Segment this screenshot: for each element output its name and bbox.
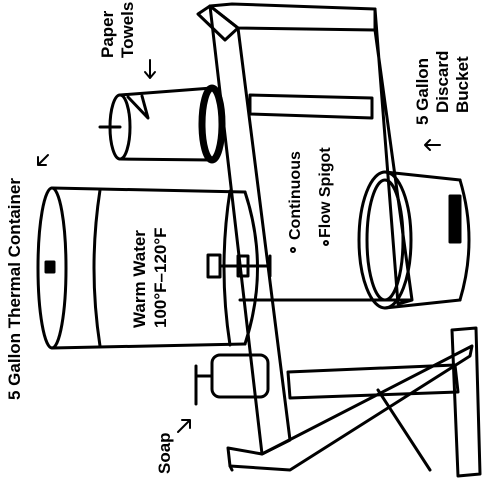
bucket-arrow <box>424 139 441 151</box>
spigot-knob <box>206 253 222 279</box>
bucket-label-line2: Discard <box>433 51 452 113</box>
table-brace <box>376 388 432 472</box>
bucket-handle-mount <box>448 194 462 244</box>
pointer-arrows <box>37 59 441 433</box>
table-leg-front-right <box>450 326 482 478</box>
container-base <box>243 190 259 346</box>
towel-roll-bottom <box>118 157 214 162</box>
spigot-body <box>236 254 250 278</box>
spigot-label-line2: Flow Spigot <box>317 147 334 238</box>
container-top-edge <box>50 186 247 194</box>
soap-label: Soap <box>155 432 174 474</box>
table-frame <box>196 2 482 478</box>
table-right-rail <box>373 7 414 306</box>
container-arrow <box>37 154 49 166</box>
towel-roll-far-end <box>198 84 226 164</box>
spigot-label-line1: Continuous <box>287 151 304 240</box>
bucket-base <box>458 178 471 302</box>
table-leg-rear <box>196 4 240 42</box>
spigot-drop-icon-2 <box>323 240 329 246</box>
towel-arrow <box>144 59 156 79</box>
container-lid-knob <box>44 260 56 274</box>
bucket-bottom-edge <box>383 298 462 310</box>
discard-bucket <box>357 170 471 310</box>
labels: Paper Towels 5 Gallon Thermal Container … <box>5 2 472 474</box>
bucket-rim-inner <box>365 178 405 302</box>
thermal-container-label: 5 Gallon Thermal Container <box>5 178 24 400</box>
warm-water-label-line1: Warm Water <box>130 230 149 328</box>
table-side-rail <box>208 4 292 456</box>
spigot-drop-icon <box>290 247 296 253</box>
bucket-label-line1: 5 Gallon <box>413 58 432 125</box>
container-bottom-edge <box>50 342 247 350</box>
paper-towels-label-line2: Towels <box>118 2 137 58</box>
table-cross-rail <box>248 93 374 120</box>
bucket-top-edge <box>383 170 462 182</box>
soap-arrow <box>177 419 191 433</box>
paper-towels-label-line1: Paper <box>98 10 117 58</box>
spigot <box>206 253 272 279</box>
table-foot <box>228 464 234 472</box>
soap-dispenser <box>194 353 270 406</box>
warm-water-label-line2: 100°F–120°F <box>151 227 170 328</box>
towel-sheet-edge <box>126 94 150 120</box>
soap-bottle <box>210 353 270 399</box>
container-band-left <box>92 188 102 348</box>
bucket-label-line3: Bucket <box>453 56 472 113</box>
towel-roll-top <box>118 86 214 97</box>
container-band-right <box>222 189 232 347</box>
paper-towel-roll <box>98 84 226 164</box>
table-front-rail <box>286 363 460 400</box>
thermal-container <box>36 186 259 350</box>
